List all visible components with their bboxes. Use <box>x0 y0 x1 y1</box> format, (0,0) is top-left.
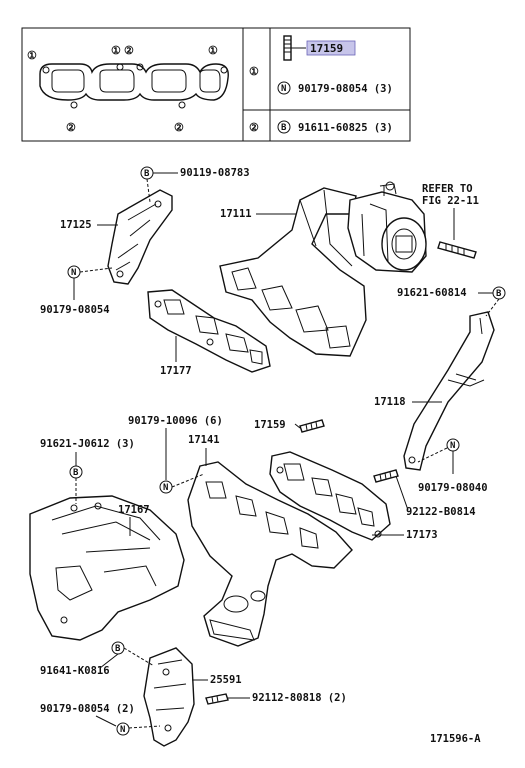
legend-row1-key: ① <box>249 65 259 78</box>
part-25591[interactable]: 25591 <box>210 674 242 686</box>
b-callout-91641-K0816: B <box>111 641 125 655</box>
part-17141[interactable]: 17141 <box>188 434 220 446</box>
svg-text:N: N <box>281 84 286 94</box>
turbocharger <box>347 181 427 273</box>
part-91641-K0816[interactable]: 91641-K0816 <box>40 665 110 677</box>
svg-text:B: B <box>281 123 287 133</box>
part-91621-60814[interactable]: 91621-60814 <box>397 287 467 299</box>
legend-gasket-mark-1: ① <box>27 49 37 62</box>
figure-id: 171596-A <box>430 733 481 745</box>
svg-text:N: N <box>71 268 76 278</box>
stud-refer <box>437 241 477 259</box>
legend-gasket-mark-5: ② <box>66 121 76 134</box>
legend-row1-stud-part[interactable]: 17159 <box>310 42 343 55</box>
part-90179-10096[interactable]: 90179-10096 (6) <box>128 415 223 427</box>
part-17177[interactable]: 17177 <box>160 365 192 377</box>
part-91621-J0612[interactable]: 91621-J0612 (3) <box>40 438 135 450</box>
legend-gasket-mark-2: ① <box>111 44 121 57</box>
part-90119-08783[interactable]: 90119-08783 <box>180 167 250 179</box>
legend-gasket-mark-6: ② <box>174 121 184 134</box>
heat-shield-17125 <box>107 189 173 285</box>
b-callout-90119: B <box>140 166 154 180</box>
legend-row2-b-part[interactable]: 91611-60825 (3) <box>298 122 393 134</box>
refer-to-label: REFER TO <box>422 183 473 195</box>
n-callout-90179-10096: N <box>159 480 173 494</box>
exhaust-manifold-17111 <box>219 187 367 357</box>
n-callout-90179-08040: N <box>446 438 460 452</box>
heat-insulator-17167 <box>29 495 185 641</box>
stud-92122 <box>373 469 399 483</box>
part-92112-80818[interactable]: 92112-80818 (2) <box>252 692 347 704</box>
svg-text:B: B <box>73 468 79 478</box>
svg-text:N: N <box>163 483 168 493</box>
n-callout-90179-08054-b: N <box>116 722 130 736</box>
part-92122-B0814[interactable]: 92122-B0814 <box>406 506 476 518</box>
refer-to-figure[interactable]: FIG 22-11 <box>422 195 479 207</box>
svg-text:B: B <box>115 644 121 654</box>
part-17118[interactable]: 17118 <box>374 396 406 408</box>
stud-icon <box>283 35 306 61</box>
svg-text:N: N <box>120 725 125 735</box>
part-17167[interactable]: 17167 <box>118 504 150 516</box>
stud-92112 <box>205 693 229 705</box>
gasket-17173 <box>269 451 391 541</box>
b-symbol-icon: B <box>277 120 291 134</box>
n-callout-90179-a: N <box>67 265 81 279</box>
bracket-17118 <box>403 311 495 471</box>
legend-row2-key: ② <box>249 121 259 134</box>
part-90179-08054-a[interactable]: 90179-08054 <box>40 304 110 316</box>
part-17159[interactable]: 17159 <box>254 419 286 431</box>
legend-gasket-mark-4: ① <box>208 44 218 57</box>
b-callout-91621-60814: B <box>492 286 506 300</box>
legend-row1-n-part[interactable]: 90179-08054 (3) <box>298 83 393 95</box>
b-callout-91621-J0612: B <box>69 465 83 479</box>
legend-box: ① ① ② ① ② ② ① ② 17159 N 90179-08054 (3) … <box>21 27 411 142</box>
svg-text:N: N <box>450 441 455 451</box>
part-17125[interactable]: 17125 <box>60 219 92 231</box>
legend-gasket-mark-3: ② <box>124 44 134 57</box>
exhaust-manifold-17141 <box>187 461 353 647</box>
part-90179-08040[interactable]: 90179-08040 <box>418 482 488 494</box>
part-17173[interactable]: 17173 <box>406 529 438 541</box>
svg-text:B: B <box>496 289 502 299</box>
gasket-17177 <box>147 289 271 373</box>
bracket-25591 <box>143 647 195 747</box>
part-90179-08054-b[interactable]: 90179-08054 (2) <box>40 703 135 715</box>
n-symbol-icon: N <box>277 81 291 95</box>
stud-17159 <box>299 419 325 433</box>
legend-gasket-drawing <box>39 63 229 109</box>
part-17111[interactable]: 17111 <box>220 208 252 220</box>
highlight-17159 <box>306 40 356 56</box>
svg-text:B: B <box>144 169 150 179</box>
